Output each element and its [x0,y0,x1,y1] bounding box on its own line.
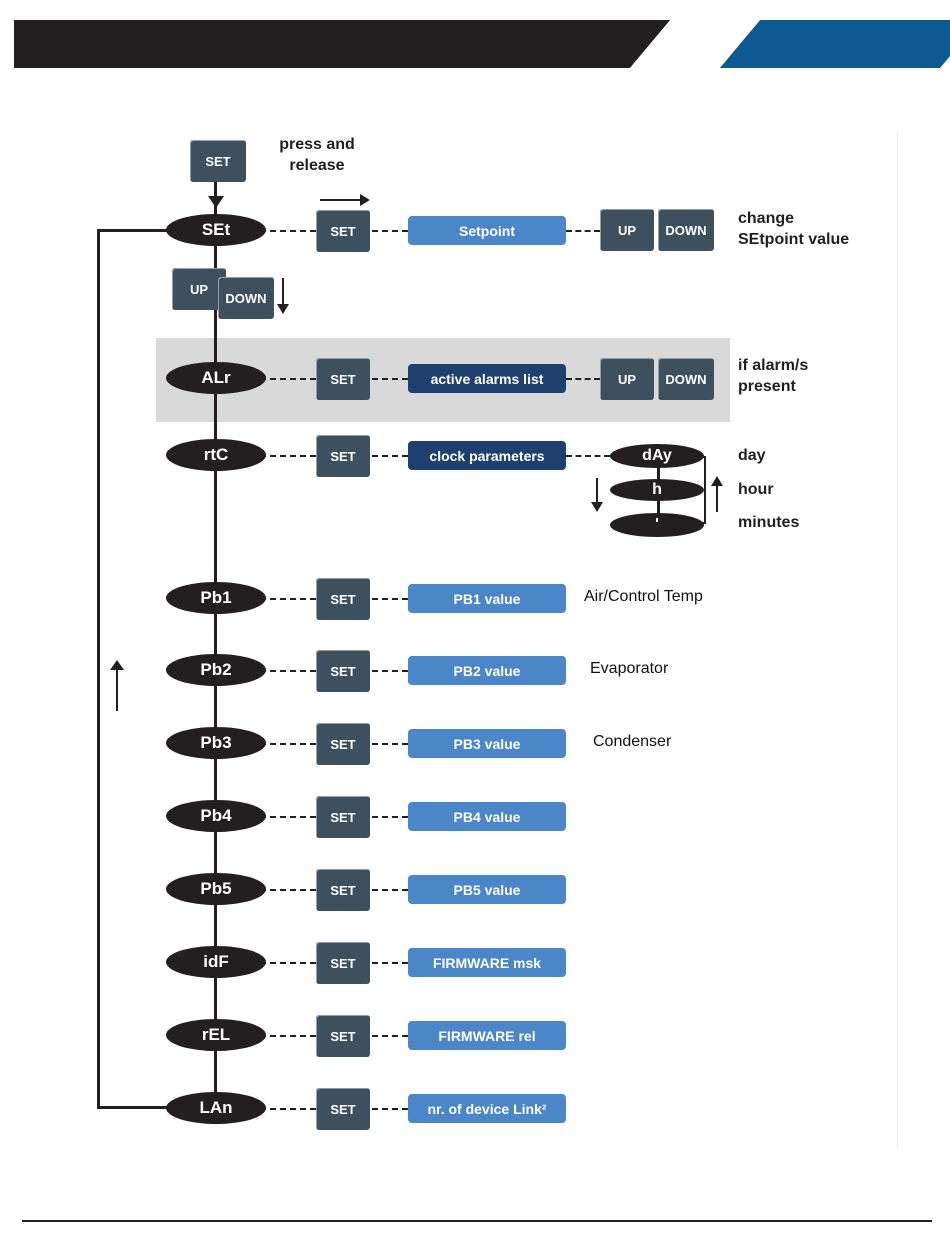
row-set-button[interactable]: SET [316,650,370,692]
clock-row-link3 [566,455,610,457]
menu-node-pb4[interactable]: Pb4 [166,800,266,832]
row-link2 [372,670,408,672]
nav-down-arrowhead-icon [277,304,289,314]
row-value-panel: PB3 value [408,729,566,758]
row-value-panel: PB2 value [408,656,566,685]
row-set-button[interactable]: SET [316,723,370,765]
alarm-row-caption-line1: if alarm/s [738,357,809,374]
clock-node-hour[interactable]: h [610,479,704,501]
set-row-link [250,230,316,232]
clock-label-minutes: minutes [738,514,800,531]
menu-node-set[interactable]: SEt [166,214,266,246]
top-set-caption: press and release [262,134,372,176]
row-set-button[interactable]: SET [316,1015,370,1057]
alarm-row-caption-line2: present [738,378,796,395]
row-link [250,816,316,818]
row-link2 [372,889,408,891]
alarm-row-set-button[interactable]: SET [316,358,370,400]
row-set-button[interactable]: SET [316,1088,370,1130]
set-row-set-button[interactable]: SET [316,210,370,252]
menu-node-idf[interactable]: idF [166,946,266,978]
setpoint-panel: Setpoint [408,216,566,245]
clock-row-set-button[interactable]: SET [316,435,370,477]
clock-down-arrowhead-icon [591,502,603,512]
set-row-link2 [372,230,408,232]
menu-node-rel[interactable]: rEL [166,1019,266,1051]
row-link2 [372,1035,408,1037]
menu-node-pb2[interactable]: Pb2 [166,654,266,686]
return-arrowhead-icon [110,660,124,670]
row-set-button[interactable]: SET [316,578,370,620]
nav-down-arrow-icon [282,278,284,308]
row-link2 [372,816,408,818]
menu-node-pb5[interactable]: Pb5 [166,873,266,905]
alarm-row-caption: if alarm/s present [738,355,888,397]
nav-down-button[interactable]: DOWN [218,277,274,319]
row-value-panel: PB4 value [408,802,566,831]
row-link2 [372,962,408,964]
menu-node-pb1[interactable]: Pb1 [166,582,266,614]
set-forward-arrowhead-icon [360,194,370,206]
active-alarms-panel: active alarms list [408,364,566,393]
clock-up-arrowhead-icon [711,476,723,486]
set-row-caption-line2: SEtpoint value [738,231,850,248]
menu-node-lan[interactable]: LAn [166,1092,266,1124]
clock-parameters-panel: clock parameters [408,441,566,470]
clock-node-day[interactable]: dAy [610,444,704,468]
row-note-label: Air/Control Temp [584,588,703,605]
row-set-button[interactable]: SET [316,869,370,911]
footer-rule [22,1220,932,1222]
menu-node-pb3[interactable]: Pb3 [166,727,266,759]
alarm-row-down-button[interactable]: DOWN [658,358,714,400]
row-set-button[interactable]: SET [316,796,370,838]
clock-label-day: day [738,447,766,464]
row-link2 [372,1108,408,1110]
set-forward-arrow-icon [320,199,366,201]
alarm-row-link3 [566,378,600,380]
row-note-label: Condenser [593,733,672,750]
row-link [250,598,316,600]
row-link [250,670,316,672]
alarm-row-link2 [372,378,408,380]
clock-row-link [250,455,316,457]
row-note-label: Evaporator [590,660,669,677]
clock-label-hour: hour [738,481,774,498]
clock-row-link2 [372,455,408,457]
row-value-panel: PB1 value [408,584,566,613]
top-set-caption-line1: press and [279,136,355,153]
row-value-panel: PB5 value [408,875,566,904]
menu-node-alr[interactable]: ALr [166,362,266,394]
clock-node-minutes[interactable]: ' [610,513,704,537]
alarm-row-link [250,378,316,380]
row-value-panel: FIRMWARE msk [408,948,566,977]
top-set-button[interactable]: SET [190,140,246,182]
set-row-down-button[interactable]: DOWN [658,209,714,251]
entry-arrow-icon [208,196,224,208]
return-arrow-icon [116,665,118,711]
top-set-caption-line2: release [289,157,345,174]
row-link [250,889,316,891]
return-loop-bottom [97,1106,177,1109]
row-link [250,962,316,964]
row-value-panel: nr. of device Link² [408,1094,566,1123]
row-link2 [372,598,408,600]
set-row-caption-line1: change [738,210,795,227]
row-link [250,1108,316,1110]
set-row-caption: change SEtpoint value [738,208,898,250]
alarm-row-up-button[interactable]: UP [600,358,654,400]
set-row-link3 [566,230,600,232]
row-value-panel: FIRMWARE rel [408,1021,566,1050]
nav-up-button[interactable]: UP [172,268,226,310]
row-link2 [372,743,408,745]
clock-down-arrow-icon [596,478,598,506]
row-set-button[interactable]: SET [316,942,370,984]
row-link [250,743,316,745]
set-row-up-button[interactable]: UP [600,209,654,251]
menu-node-rtc[interactable]: rtC [166,439,266,471]
return-loop-line [97,229,100,1109]
figure-border [897,130,898,1150]
row-link [250,1035,316,1037]
clock-up-arrow-icon [716,484,718,512]
return-loop-top [97,229,177,232]
